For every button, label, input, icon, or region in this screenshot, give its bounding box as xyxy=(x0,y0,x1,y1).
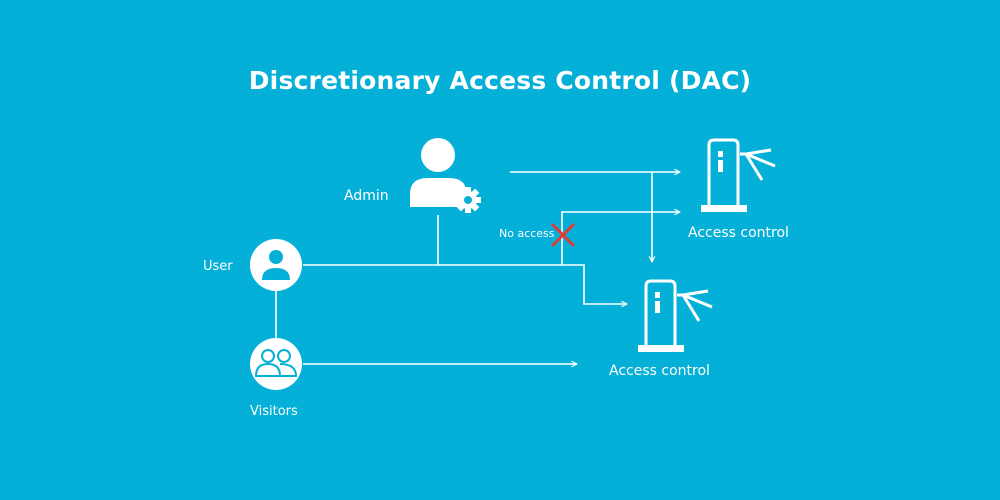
user-to-access-control-2-arrow xyxy=(562,264,627,304)
access-control-1-label: Access control xyxy=(688,225,789,241)
admin-label: Admin xyxy=(344,188,389,204)
turnstile-icon xyxy=(701,138,776,212)
denied-path-arrow xyxy=(561,212,680,265)
connectors xyxy=(275,172,680,364)
diagram-title: Discretionary Access Control (DAC) xyxy=(248,66,752,95)
user-icon xyxy=(250,239,302,291)
gear-icon xyxy=(455,187,481,213)
visitors-label: Visitors xyxy=(250,404,298,419)
no-access-label: No access xyxy=(499,227,555,240)
user-label: User xyxy=(203,259,233,274)
turnstile-icon xyxy=(638,279,713,352)
admin-user-gear-icon xyxy=(410,138,481,213)
visitors-group-icon xyxy=(250,338,302,390)
deny-x-icon xyxy=(551,223,575,247)
access-control-2-label: Access control xyxy=(609,363,710,379)
